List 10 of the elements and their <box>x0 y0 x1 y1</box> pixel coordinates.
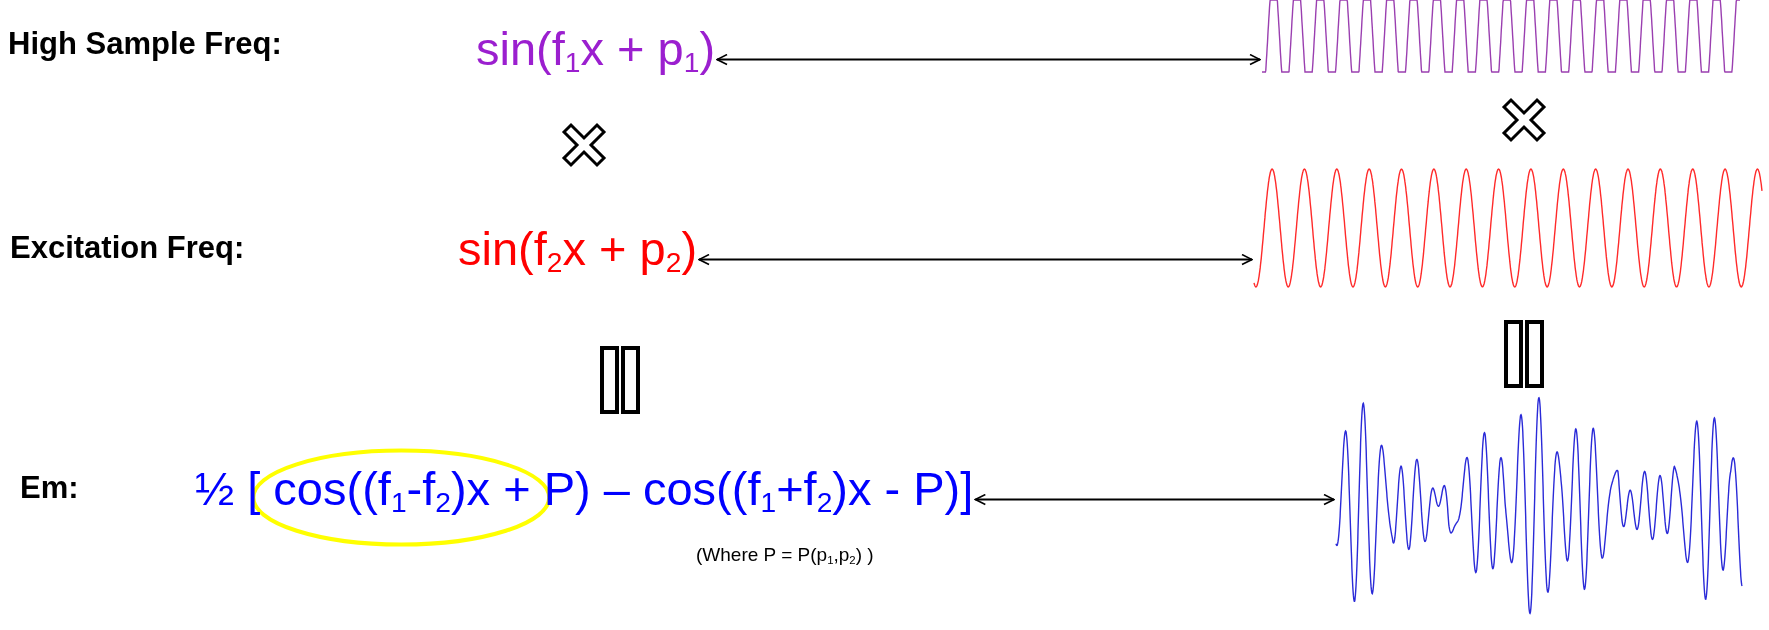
row-label: High Sample Freq: <box>8 25 282 63</box>
row-label: Em: <box>20 469 79 507</box>
formula-text: sin(f$_{2}$x + p$_{2}$) <box>458 222 698 290</box>
row-label: Excitation Freq: <box>10 229 245 267</box>
formula-text: sin(f$_{1}$x + p$_{1}$) <box>476 22 716 90</box>
waveform-plot <box>1262 0 1740 72</box>
double-arrow <box>698 253 1253 266</box>
double-arrow <box>974 493 1335 506</box>
note-text: (Where P = P(p$_{1}$,p$_{2}$) ) <box>696 543 874 568</box>
double-arrow <box>716 53 1261 66</box>
